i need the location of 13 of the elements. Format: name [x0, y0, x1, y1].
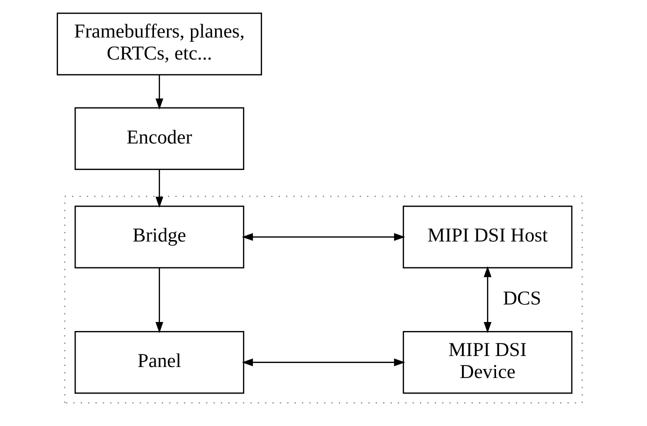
node-box: MIPI DSI Host	[402, 206, 572, 268]
edge-label: DCS	[502, 287, 542, 310]
arrow	[156, 170, 164, 208]
node-box: Bridge	[74, 206, 244, 268]
node-box: MIPI DSI Device	[402, 331, 572, 394]
arrow	[242, 233, 406, 241]
node-box: Framebuffers, planes, CRTCs, etc...	[56, 12, 262, 76]
node-box: Encoder	[74, 107, 244, 170]
arrow	[156, 74, 164, 110]
arrow	[242, 358, 406, 366]
arrow	[156, 268, 164, 334]
arrow	[484, 266, 492, 334]
node-box: Panel	[74, 331, 244, 394]
